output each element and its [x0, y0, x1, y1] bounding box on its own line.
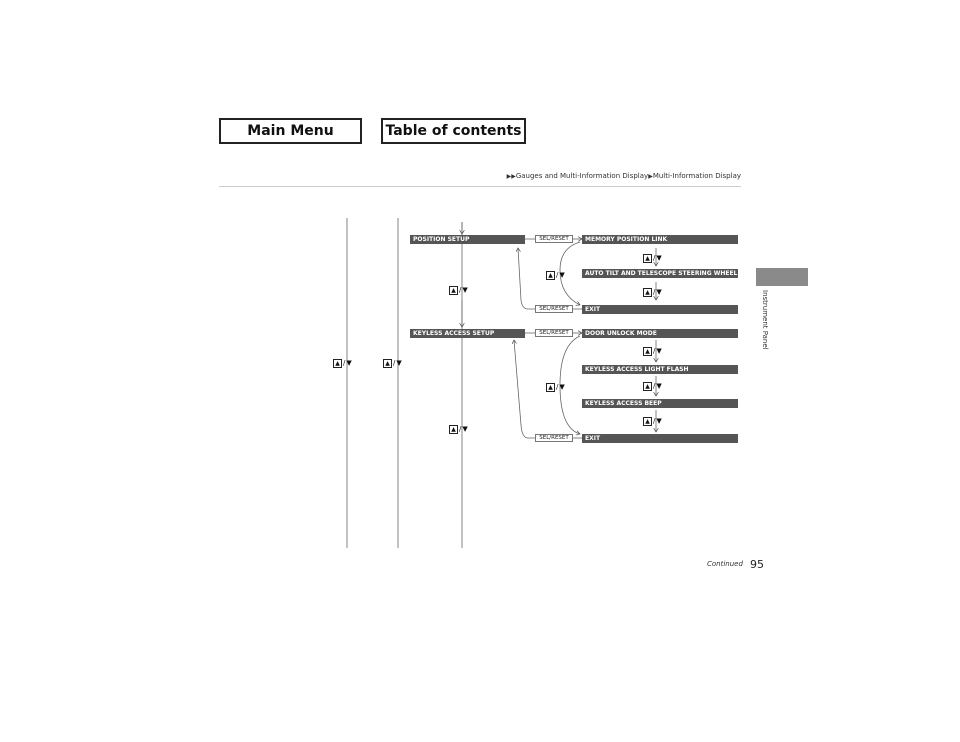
keyless-beep-bar: KEYLESS ACCESS BEEP — [582, 399, 738, 408]
up-down-keys: ▲/▼ — [546, 270, 565, 280]
separator: / — [393, 359, 396, 367]
section-tab — [756, 268, 808, 286]
door-unlock-mode-bar: DOOR UNLOCK MODE — [582, 329, 738, 338]
section-label: Instrument Panel — [761, 290, 769, 350]
down-key-icon: ▼ — [346, 359, 352, 367]
down-key-icon: ▼ — [656, 254, 662, 262]
position-exit-bar: EXIT — [582, 305, 738, 314]
down-key-icon: ▼ — [656, 288, 662, 296]
keyless-exit-bar: EXIT — [582, 434, 738, 443]
continued-label: Continued — [707, 560, 743, 568]
keyless-access-setup-bar: KEYLESS ACCESS SETUP — [410, 329, 525, 338]
up-key-icon: ▲ — [546, 270, 555, 280]
up-key-icon: ▲ — [546, 382, 555, 392]
memory-position-link-bar: MEMORY POSITION LINK — [582, 235, 738, 244]
up-down-keys: ▲/▼ — [643, 346, 662, 356]
up-key-icon: ▲ — [333, 358, 342, 368]
table-of-contents-button[interactable]: Table of contents — [381, 118, 526, 144]
up-key-icon: ▲ — [643, 287, 652, 297]
up-key-icon: ▲ — [383, 358, 392, 368]
position-setup-bar: POSITION SETUP — [410, 235, 525, 244]
separator: / — [653, 254, 656, 262]
separator: / — [343, 359, 346, 367]
separator: / — [653, 382, 656, 390]
up-down-keys: ▲/▼ — [643, 253, 662, 263]
up-key-icon: ▲ — [643, 253, 652, 263]
up-down-keys: ▲/▼ — [546, 382, 565, 392]
up-down-keys: ▲/▼ — [643, 416, 662, 426]
sel-reset-button: SEL/RESET — [535, 305, 573, 313]
down-key-icon: ▼ — [656, 347, 662, 355]
separator: / — [459, 425, 462, 433]
separator: / — [556, 271, 559, 279]
up-key-icon: ▲ — [449, 424, 458, 434]
separator: / — [653, 347, 656, 355]
down-key-icon: ▼ — [462, 286, 468, 294]
down-key-icon: ▼ — [559, 383, 565, 391]
up-down-keys: ▲/▼ — [643, 381, 662, 391]
down-key-icon: ▼ — [656, 417, 662, 425]
down-key-icon: ▼ — [396, 359, 402, 367]
up-key-icon: ▲ — [643, 416, 652, 426]
separator: / — [653, 288, 656, 296]
sel-reset-button: SEL/RESET — [535, 434, 573, 442]
separator: / — [459, 286, 462, 294]
up-down-keys: ▲/▼ — [449, 285, 468, 295]
up-down-keys: ▲/▼ — [333, 358, 352, 368]
breadcrumb-arrow-icon: ▶▶ — [506, 173, 516, 180]
up-down-keys: ▲/▼ — [449, 424, 468, 434]
breadcrumb-arrow-icon: ▶ — [648, 173, 653, 180]
separator: / — [653, 417, 656, 425]
keyless-light-flash-bar: KEYLESS ACCESS LIGHT FLASH — [582, 365, 738, 374]
separator: / — [556, 383, 559, 391]
up-key-icon: ▲ — [643, 346, 652, 356]
down-key-icon: ▼ — [656, 382, 662, 390]
header-divider — [219, 186, 741, 187]
breadcrumb-link-gauges[interactable]: Gauges and Multi-Information Display — [515, 172, 649, 180]
up-down-keys: ▲/▼ — [383, 358, 402, 368]
up-down-keys: ▲/▼ — [643, 287, 662, 297]
breadcrumb-current: Multi-Information Display — [652, 172, 741, 180]
breadcrumb: ▶▶Gauges and Multi-Information Display▶M… — [507, 172, 741, 180]
down-key-icon: ▼ — [462, 425, 468, 433]
sel-reset-button: SEL/RESET — [535, 235, 573, 243]
main-menu-button[interactable]: Main Menu — [219, 118, 362, 144]
up-key-icon: ▲ — [449, 285, 458, 295]
page-number: 95 — [750, 558, 764, 571]
auto-tilt-bar: AUTO TILT AND TELESCOPE STEERING WHEEL — [582, 269, 738, 278]
sel-reset-button: SEL/RESET — [535, 329, 573, 337]
down-key-icon: ▼ — [559, 271, 565, 279]
up-key-icon: ▲ — [643, 381, 652, 391]
